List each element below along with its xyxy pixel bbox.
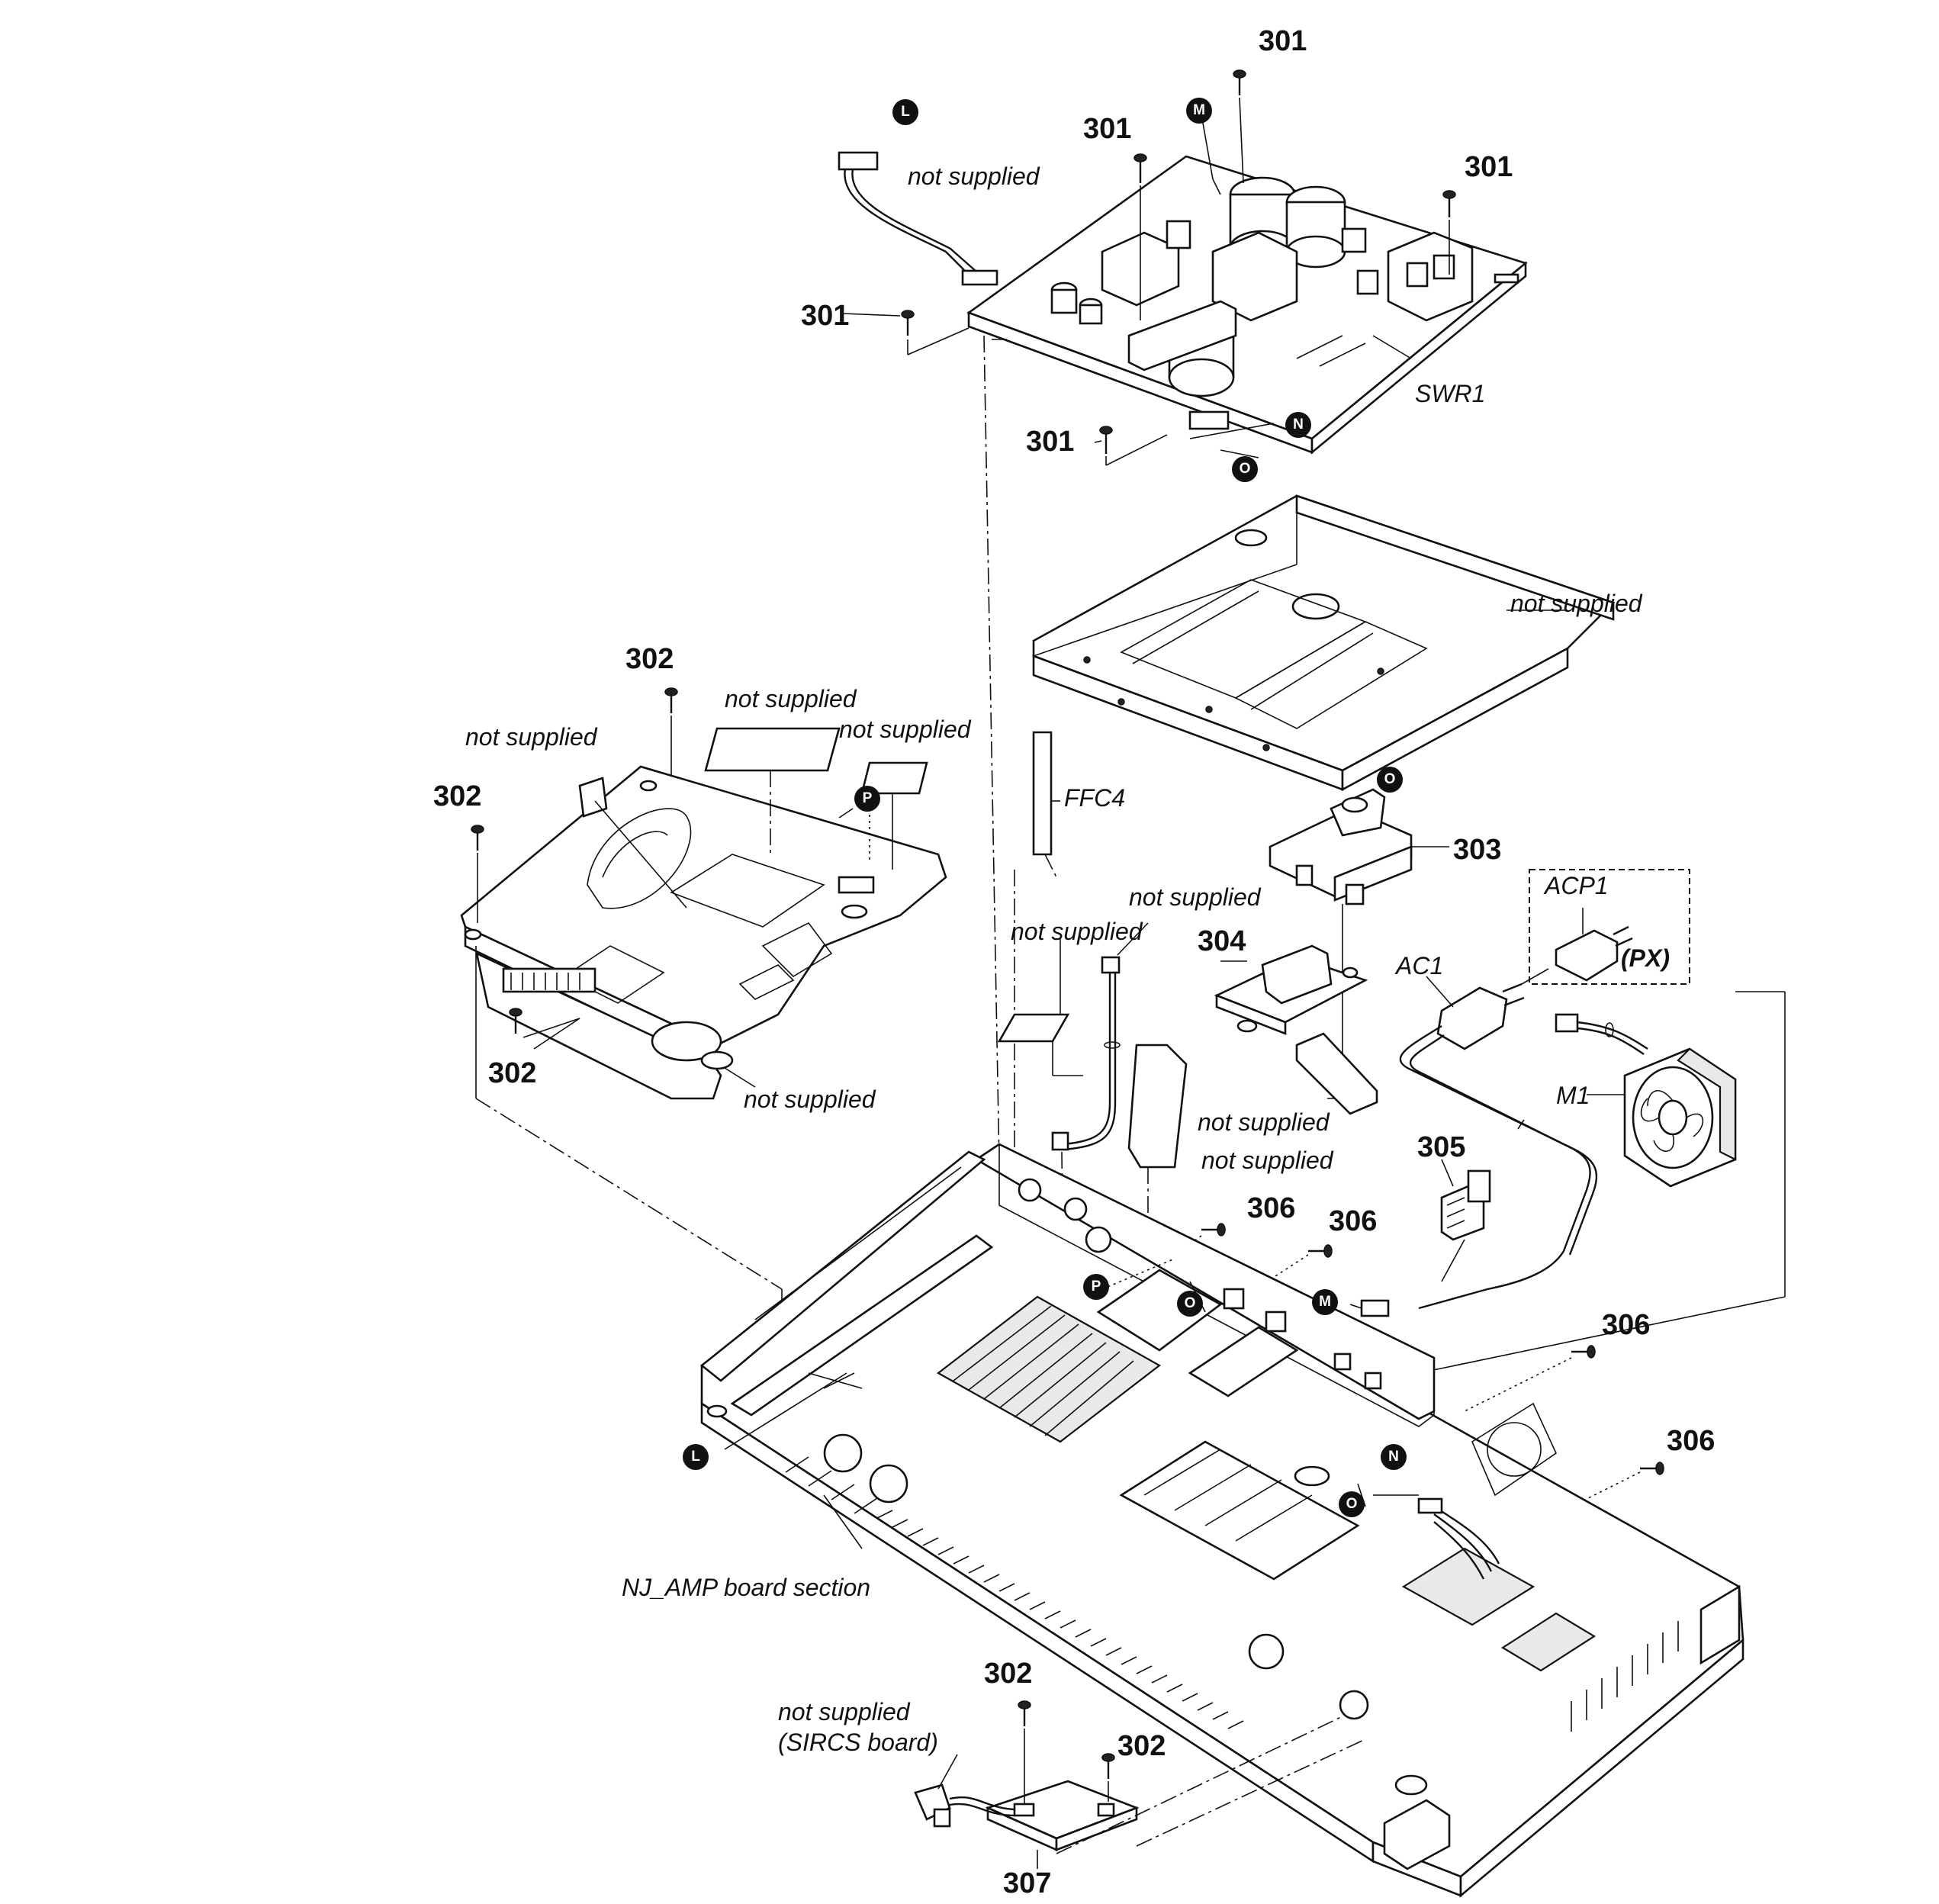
- part-number-306: 306: [1247, 1192, 1296, 1224]
- label-acp1: ACP1: [1545, 872, 1609, 899]
- label-ffc4: FFC4: [1064, 784, 1125, 812]
- screws-306: [1201, 1223, 1664, 1475]
- label-nj-amp-board-section: NJ_AMP board section: [622, 1574, 871, 1601]
- part-number-302: 302: [488, 1057, 537, 1089]
- m1-fan: [1555, 1013, 1737, 1188]
- connector-marker-p: P: [854, 786, 880, 812]
- label-ac1: AC1: [1396, 952, 1444, 979]
- connector-marker-o: O: [1177, 1291, 1203, 1317]
- part-number-301: 301: [1259, 25, 1307, 57]
- label-not-supplied-bracket: not supplied: [744, 1085, 876, 1113]
- wire-assemblies: [997, 956, 1188, 1169]
- label-not-supplied-cover: not supplied: [1510, 590, 1642, 617]
- screws-302-left: [471, 687, 678, 1034]
- part-number-307: 307: [1003, 1867, 1052, 1899]
- part-number-301: 301: [1465, 151, 1513, 183]
- connector-marker-m: M: [1186, 98, 1212, 124]
- part-number-302: 302: [984, 1658, 1033, 1690]
- part-number-306: 306: [1602, 1309, 1651, 1341]
- label-not-supplied-ffc: not supplied: [1201, 1147, 1333, 1174]
- connector-marker-o: O: [1339, 1491, 1365, 1517]
- label-sircs-board: (SIRCS board): [778, 1729, 938, 1756]
- part-number-301: 301: [801, 300, 850, 332]
- part-305: [1440, 1169, 1491, 1241]
- left-shield-plate: [460, 765, 947, 1100]
- part-number-302: 302: [1117, 1730, 1166, 1762]
- connector-marker-m: M: [1312, 1289, 1338, 1315]
- label-not-supplied-sircs: not supplied: [778, 1698, 910, 1726]
- ffc4-cable: [1032, 731, 1060, 856]
- bracket-303: [1269, 788, 1413, 905]
- board-304: [1214, 944, 1368, 1035]
- chassis-cover: [1032, 494, 1616, 792]
- label-px: (PX): [1621, 944, 1670, 972]
- screws-302-sircs: [1018, 1700, 1115, 1779]
- label-swr1: SWR1: [1415, 380, 1486, 407]
- label-not-supplied-pad: not supplied: [465, 723, 597, 751]
- label-not-supplied-wire: not supplied: [1129, 883, 1261, 911]
- acp1-adapter: [1555, 925, 1633, 982]
- connector-marker-l: L: [892, 99, 918, 125]
- connector-marker-p: P: [1083, 1274, 1109, 1300]
- swr1-power-board: [966, 155, 1528, 455]
- part-number-306: 306: [1667, 1425, 1716, 1457]
- label-not-supplied-cable: not supplied: [908, 162, 1040, 190]
- label-not-supplied-sheet: not supplied: [839, 716, 971, 743]
- label-not-supplied-sheet: not supplied: [725, 685, 857, 712]
- part-number-304: 304: [1198, 925, 1246, 957]
- connector-marker-n: N: [1285, 412, 1311, 438]
- screws-301: [901, 69, 1456, 454]
- connector-marker-n: N: [1381, 1444, 1407, 1470]
- label-not-supplied-wire: not supplied: [1011, 918, 1143, 945]
- sircs-board-307: [914, 1780, 1140, 1852]
- connector-marker-o: O: [1232, 456, 1258, 482]
- part-number-303: 303: [1453, 834, 1502, 866]
- ac1-power-cord: [1399, 983, 1598, 1310]
- part-number-302: 302: [433, 780, 482, 812]
- label-m1: M1: [1556, 1082, 1590, 1109]
- connector-marker-o: O: [1377, 767, 1403, 793]
- cable-top: [838, 151, 998, 286]
- main-chassis: [699, 1143, 1744, 1898]
- connector-marker-l: L: [683, 1444, 709, 1470]
- part-number-301: 301: [1083, 113, 1132, 145]
- label-not-supplied-bracket-304: not supplied: [1198, 1108, 1330, 1136]
- part-number-306: 306: [1329, 1205, 1378, 1237]
- part-number-305: 305: [1417, 1131, 1466, 1163]
- part-number-301: 301: [1026, 426, 1075, 458]
- part-number-302: 302: [625, 643, 674, 675]
